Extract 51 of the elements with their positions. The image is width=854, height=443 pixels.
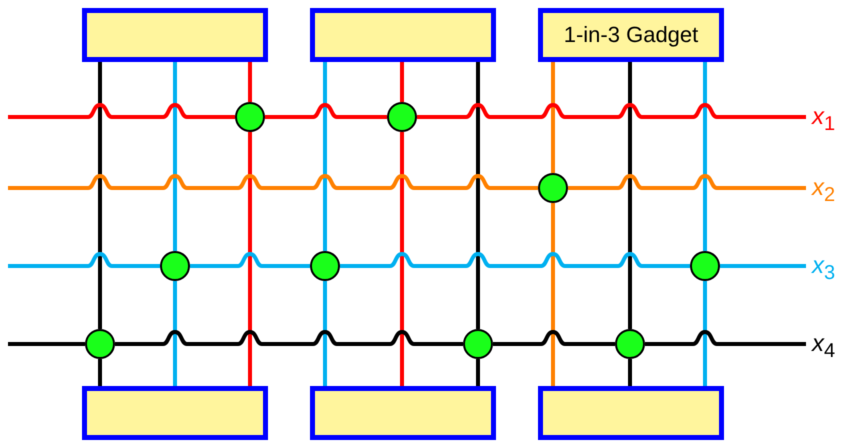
wire: [323, 281, 327, 386]
gadget-title: 1-in-3 Gadget: [564, 22, 698, 48]
wire: [248, 62, 252, 102]
junction-circle: [615, 329, 645, 359]
wire: [417, 103, 806, 119]
junction-circle: [160, 251, 190, 281]
wire: [323, 62, 327, 251]
wire: [8, 252, 160, 268]
wire: [400, 62, 404, 102]
wire: [551, 62, 555, 173]
wire: [645, 330, 806, 346]
variable-label: x$_{4}$: [812, 330, 836, 365]
wire: [628, 62, 632, 329]
wire: [340, 252, 690, 268]
wire: [173, 62, 177, 251]
wire: [248, 132, 252, 386]
wire: [628, 359, 632, 386]
junction-circle: [463, 329, 493, 359]
wire: [8, 103, 235, 119]
gadget-box: [538, 8, 724, 62]
junction-circle: [690, 251, 720, 281]
wire: [173, 281, 177, 386]
gadget-box: [82, 386, 268, 440]
gadget-box: [310, 8, 496, 62]
wire: [493, 330, 615, 346]
wire: [98, 359, 102, 386]
wire: [190, 252, 310, 268]
wire: [8, 174, 538, 190]
variable-label: x$_{3}$: [812, 252, 836, 287]
wire: [400, 132, 404, 386]
wire: [551, 203, 555, 386]
wire: [476, 359, 480, 386]
variable-label: x$_{2}$: [812, 174, 836, 209]
junction-circle: [85, 329, 115, 359]
wire: [703, 62, 707, 251]
wire: [8, 342, 85, 346]
junction-circle: [538, 173, 568, 203]
wire: [720, 264, 806, 268]
wire: [98, 62, 102, 329]
variable-label: x$_{1}$: [812, 103, 836, 138]
wire: [703, 281, 707, 386]
wire: [568, 174, 806, 190]
gadget-box: [82, 8, 268, 62]
junction-circle: [310, 251, 340, 281]
junction-circle: [387, 102, 417, 132]
junction-circle: [235, 102, 265, 132]
gadget-box: [538, 386, 724, 440]
wire: [265, 103, 387, 119]
gadget-box: [310, 386, 496, 440]
wire: [115, 330, 463, 346]
wire: [476, 62, 480, 329]
